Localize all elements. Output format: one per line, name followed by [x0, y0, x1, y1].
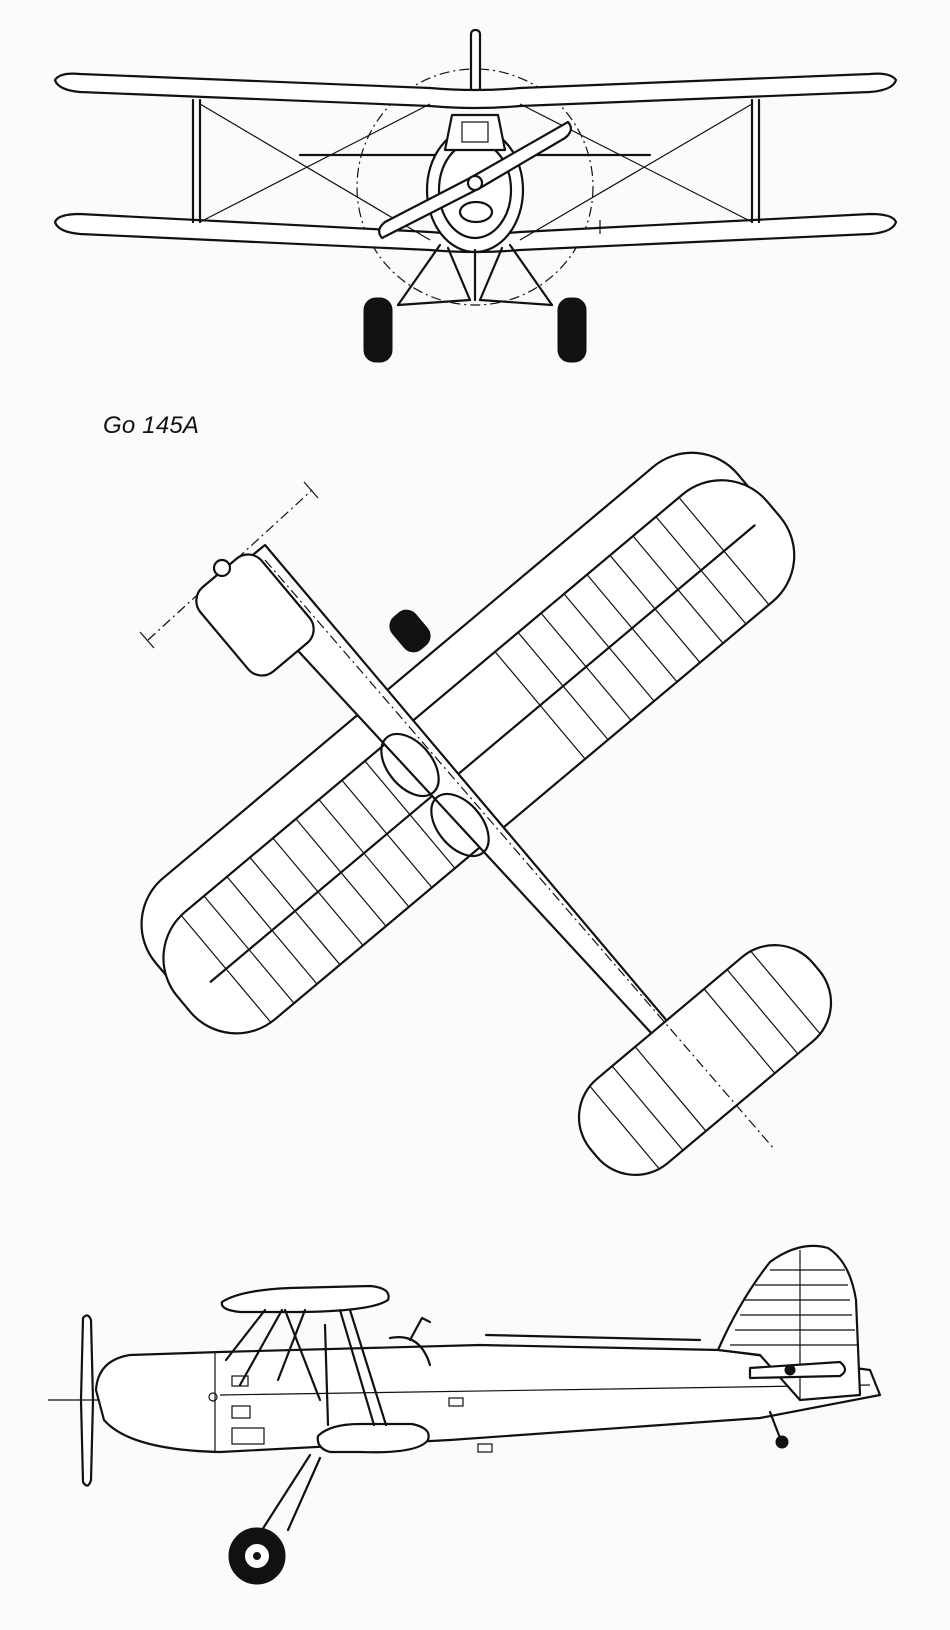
- propeller-blade-left: [378, 176, 482, 240]
- spinner-plan: [212, 558, 232, 578]
- front-cockpit: [380, 732, 440, 798]
- cowling-plan: [195, 553, 315, 677]
- wheel-right-front: [557, 297, 587, 363]
- upper-wing-front: [53, 72, 898, 110]
- wheel-plan: [389, 609, 431, 653]
- propeller-axis-line: [147, 489, 313, 641]
- tail-wheel-side: [775, 1435, 789, 1449]
- upper-wing-side: [220, 1284, 390, 1314]
- side-view: [48, 1244, 882, 1585]
- propeller-blade-right: [468, 120, 572, 190]
- front-view: [53, 28, 898, 363]
- tailplane-side: [748, 1360, 847, 1380]
- fuselage-side: [94, 1343, 882, 1454]
- model-label: Go 145A: [103, 412, 200, 439]
- lower-wing-side: [316, 1422, 430, 1454]
- rear-cockpit: [430, 792, 490, 858]
- wheel-left-front: [363, 297, 393, 363]
- plan-view: [139, 451, 833, 1176]
- tailplane-plan: [577, 944, 833, 1176]
- lower-wing-front: [53, 212, 898, 254]
